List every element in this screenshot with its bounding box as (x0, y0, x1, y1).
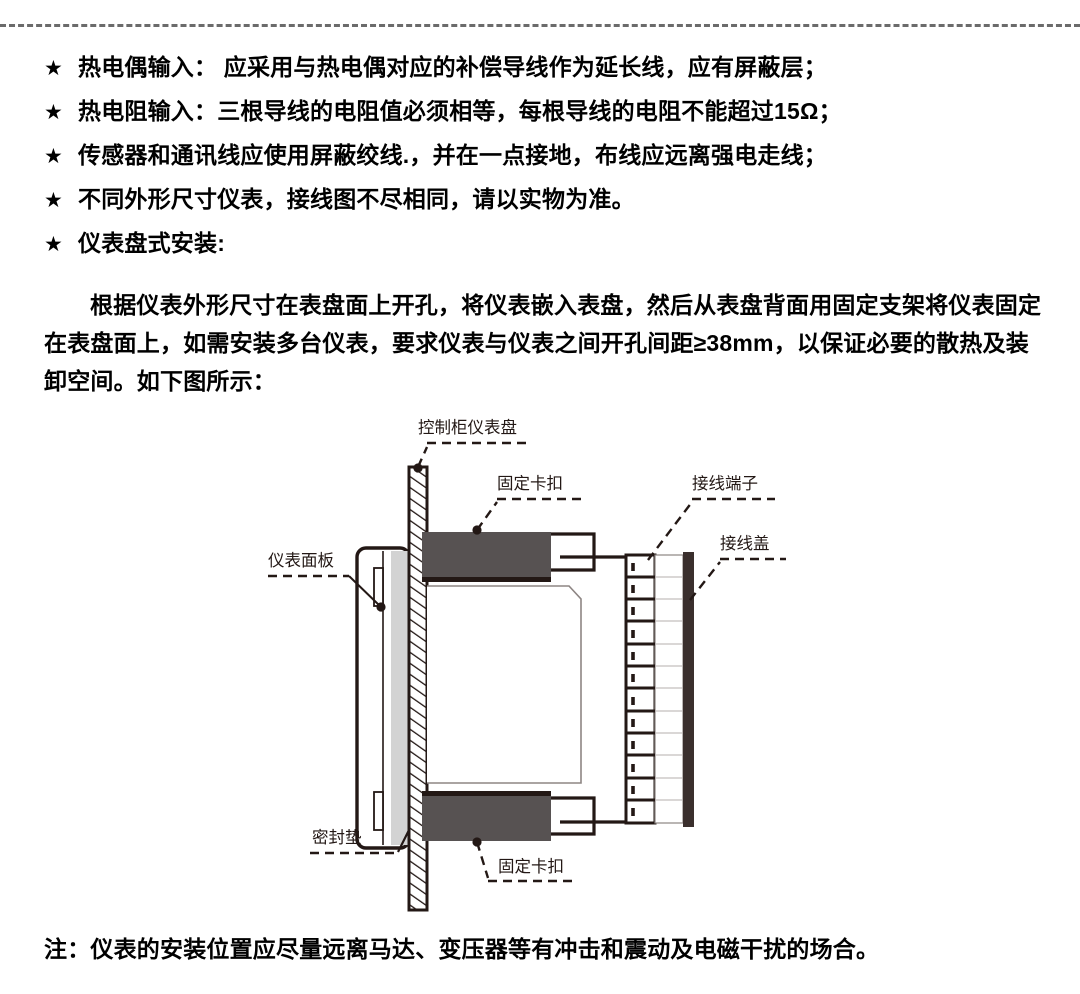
leader-gasket (310, 827, 411, 855)
label-clamp-top: 固定卡扣 (497, 474, 563, 493)
label-meter-faceplate: 仪表面板 (268, 551, 334, 570)
terminal-block-shape (624, 553, 684, 825)
fixing-clamp-top-shape (422, 532, 551, 582)
label-clamp-bottom: 固定卡扣 (498, 857, 564, 876)
list-item: ★ 热电偶输入： 应采用与热电偶对应的补偿导线作为延长线，应有屏蔽层； (44, 48, 1054, 92)
label-gasket: 密封垫 (312, 828, 362, 847)
installation-paragraph: 根据仪表外形尺寸在表盘面上开孔，将仪表嵌入表盘，然后从表盘背面用固定支架将仪表固… (44, 292, 1042, 394)
panel-mount-diagram: 控制柜仪表盘 固定卡扣 接线端子 接线盖 仪表面板 密封垫 固定卡扣 (0, 410, 1080, 920)
bullet-list: ★ 热电偶输入： 应采用与热电偶对应的补偿导线作为延长线，应有屏蔽层； ★ 热电… (44, 48, 1054, 268)
list-item: ★ 仪表盘式安装: (44, 224, 1054, 268)
terminal-cover-shape (683, 552, 694, 827)
leader-meter-faceplate (268, 574, 386, 612)
star-icon: ★ (44, 145, 64, 168)
label-terminal-cover: 接线盖 (720, 534, 770, 553)
leader-terminal-cover (689, 557, 786, 601)
list-item-label: 不同外形尺寸仪表，接线图不尽相同，请以实物为准。 (78, 186, 635, 212)
list-item: ★ 不同外形尺寸仪表，接线图不尽相同，请以实物为准。 (44, 180, 1054, 224)
star-icon: ★ (44, 189, 64, 212)
label-terminal-block: 接线端子 (692, 474, 758, 493)
label-cabinet-panel: 控制柜仪表盘 (418, 418, 517, 437)
list-item: ★ 热电阻输入：三根导线的电阻值必须相等，每根导线的电阻不能超过15Ω； (44, 92, 1054, 136)
star-icon: ★ (44, 57, 64, 80)
leader-clamp-top (472, 497, 581, 535)
list-item-label: 热电偶输入： 应采用与热电偶对应的补偿导线作为延长线，应有屏蔽层； (78, 54, 827, 80)
leader-terminal-block (647, 497, 775, 561)
list-item: ★ 传感器和通讯线应使用屏蔽绞线.，并在一点接地，布线应远离强电走线； (44, 136, 1054, 180)
footer-note: 注：仪表的安装位置应尽量远离马达、变压器等有冲击和震动及电磁干扰的场合。 (44, 936, 880, 962)
meter-faceplate-shape (355, 546, 411, 850)
leader-clamp-bottom (472, 837, 573, 883)
top-divider (0, 24, 1080, 27)
leader-cabinet-panel (413, 441, 528, 473)
fixing-clamp-bottom-shape (422, 791, 551, 841)
list-item-label: 传感器和通讯线应使用屏蔽绞线.，并在一点接地，布线应远离强电走线； (78, 142, 827, 168)
list-item-label: 热电阻输入：三根导线的电阻值必须相等，每根导线的电阻不能超过15Ω； (78, 98, 842, 124)
star-icon: ★ (44, 233, 64, 256)
list-item-label: 仪表盘式安装: (78, 230, 226, 256)
star-icon: ★ (44, 101, 64, 124)
